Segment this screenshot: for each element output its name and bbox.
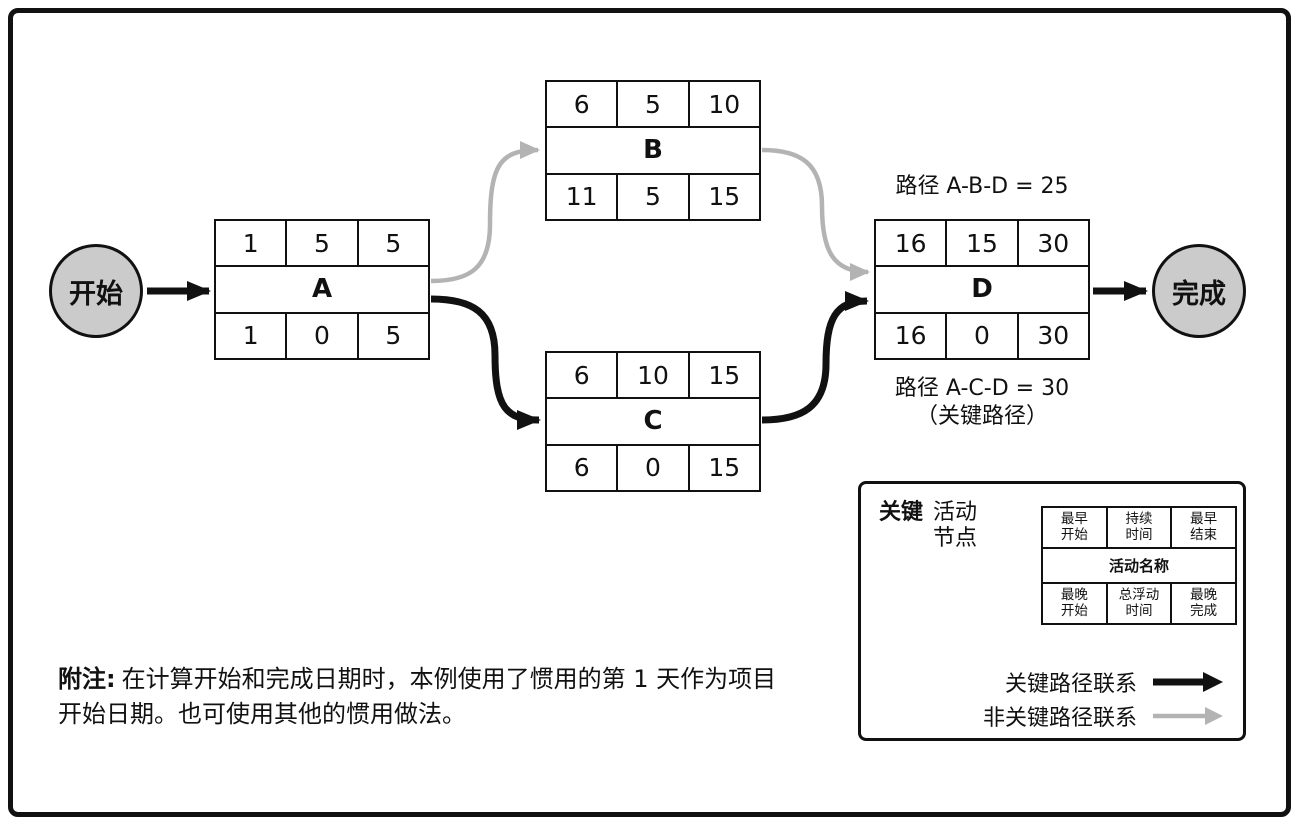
path-abd-label: 路径 A-B-D = 25: [895, 174, 1069, 199]
early-start-value: 6: [547, 353, 619, 398]
start-label: 开始: [69, 278, 123, 310]
duration-value: 15: [947, 221, 1019, 266]
duration-value: 5: [287, 221, 359, 266]
footnote-label: 附注:: [58, 665, 116, 693]
activity-node-d: 16 15 30 D 16 0 30: [874, 219, 1090, 360]
start-node: 开始: [49, 244, 143, 338]
legend-key: 关键 活动 节点: [879, 500, 977, 553]
late-finish-value: 5: [385, 321, 402, 351]
footnote: 附注:在计算开始和完成日期时，本例使用了惯用的第 1 天作为项目 开始日期。也可…: [58, 662, 848, 732]
finish-node: 完成: [1152, 244, 1246, 338]
legend-noncritical-link: 非关键路径联系: [861, 700, 1225, 732]
legend-critical-link: 关键路径联系: [861, 666, 1225, 698]
early-start-value: 16: [876, 221, 948, 266]
legend-total-float: 总浮动 时间: [1108, 584, 1173, 624]
path-acd-label: 路径 A-C-D = 30: [894, 376, 1070, 401]
finish-label: 完成: [1172, 278, 1226, 310]
late-start-value: 1: [216, 313, 288, 358]
late-row: 1 0 5: [216, 313, 428, 358]
late-start-value: 6: [547, 445, 619, 490]
early-finish-value: 30: [1037, 228, 1070, 258]
legend-late-start: 最晚 开始: [1043, 584, 1108, 624]
early-row: 1 5 5: [216, 221, 428, 266]
early-start-value: 1: [216, 221, 288, 266]
diagram-border: [8, 8, 1291, 817]
legend-activity-name: 活动名称: [1043, 547, 1235, 585]
total-float-value: 5: [618, 174, 690, 219]
early-row: 6 10 15: [547, 353, 759, 398]
late-finish-value: 15: [708, 182, 741, 212]
legend-box: 关键 活动 节点 最早 开始 持续 时间 最早 结束 活动名称 最晚 开始 总浮…: [858, 481, 1246, 741]
critical-path-label: （关键路径）: [915, 404, 1048, 429]
early-row: 6 5 10: [547, 82, 759, 127]
legend-duration: 持续 时间: [1108, 508, 1173, 548]
legend-early-row: 最早 开始 持续 时间 最早 结束: [1043, 508, 1235, 548]
activity-name: B: [547, 126, 759, 175]
total-float-value: 0: [618, 445, 690, 490]
legend-key-label: 关键: [879, 500, 924, 525]
late-row: 6 0 15: [547, 445, 759, 490]
legend-late-finish: 最晚 完成: [1190, 587, 1218, 619]
legend-node-template: 最早 开始 持续 时间 最早 结束 活动名称 最晚 开始 总浮动 时间 最晚 完…: [1041, 506, 1237, 626]
legend-noncritical-link-label: 非关键路径联系: [982, 706, 1137, 731]
activity-node-b: 6 5 10 B 11 5 15: [545, 80, 761, 221]
activity-name: D: [876, 265, 1088, 314]
activity-name: A: [216, 265, 428, 314]
legend-critical-link-label: 关键路径联系: [1004, 672, 1137, 697]
late-start-value: 11: [547, 174, 619, 219]
late-start-value: 16: [876, 313, 948, 358]
total-float-value: 0: [287, 313, 359, 358]
early-finish-value: 10: [708, 89, 741, 119]
legend-late-row: 最晚 开始 总浮动 时间 最晚 完成: [1043, 584, 1235, 624]
duration-value: 10: [618, 353, 690, 398]
legend-early-start: 最早 开始: [1043, 508, 1108, 548]
critical-arrow-icon: [1153, 672, 1223, 692]
legend-early-finish: 最早 结束: [1190, 511, 1218, 543]
late-finish-value: 30: [1037, 321, 1070, 351]
late-row: 11 5 15: [547, 174, 759, 219]
early-finish-value: 15: [708, 360, 741, 390]
early-row: 16 15 30: [876, 221, 1088, 266]
activity-name: C: [547, 397, 759, 446]
early-start-value: 6: [547, 82, 619, 127]
legend-key-target: 活动 节点: [933, 500, 978, 552]
activity-node-a: 1 5 5 A 1 0 5: [214, 219, 430, 360]
late-finish-value: 15: [708, 453, 741, 483]
late-row: 16 0 30: [876, 313, 1088, 358]
noncritical-arrow-icon: [1153, 707, 1223, 725]
activity-node-c: 6 10 15 C 6 0 15: [545, 351, 761, 492]
total-float-value: 0: [947, 313, 1019, 358]
duration-value: 5: [618, 82, 690, 127]
early-finish-value: 5: [385, 228, 402, 258]
footnote-text: 在计算开始和完成日期时，本例使用了惯用的第 1 天作为项目 开始日期。也可使用其…: [58, 665, 777, 728]
